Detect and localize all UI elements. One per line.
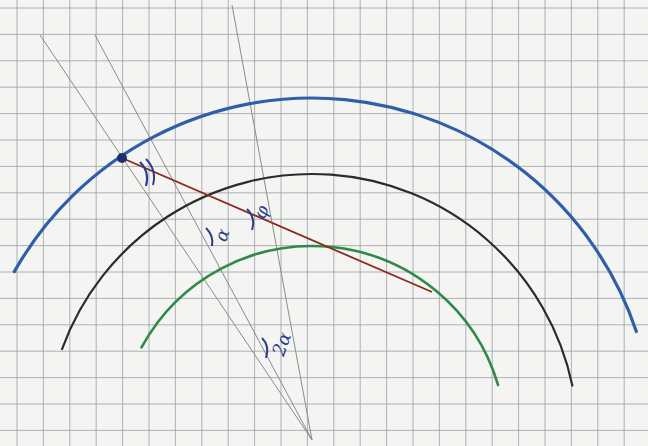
grid-line — [0, 404, 648, 405]
construction-line — [95, 35, 312, 440]
angle-mark — [140, 162, 147, 186]
grid-line — [307, 0, 308, 446]
grid-line — [386, 0, 387, 446]
grid-line — [0, 430, 648, 431]
grid-line — [439, 0, 440, 446]
grid-line — [545, 0, 546, 446]
grid-line — [597, 0, 598, 446]
inner-circle — [142, 246, 499, 385]
grid-line — [0, 60, 648, 61]
grid-line — [0, 87, 648, 88]
grid-line — [624, 0, 625, 446]
grid-line — [413, 0, 414, 446]
grid-line — [201, 0, 202, 446]
grid-line — [360, 0, 361, 446]
chord-line — [122, 158, 432, 292]
middle-circle — [62, 174, 572, 386]
grid-line — [0, 298, 648, 299]
grid-line — [0, 351, 648, 352]
grid-line — [518, 0, 519, 446]
outer-circle — [14, 98, 636, 331]
grid-line — [281, 0, 282, 446]
grid-line — [0, 272, 648, 273]
angle-label: 2α — [269, 330, 294, 358]
grid-line — [0, 377, 648, 378]
grid-line — [0, 34, 648, 35]
point — [117, 153, 127, 163]
grid-line — [333, 0, 334, 446]
grid-line — [0, 8, 648, 9]
angle-label: α — [212, 226, 233, 244]
grid-line — [43, 0, 44, 446]
grid-line — [122, 0, 123, 446]
grid-line — [175, 0, 176, 446]
grid-line — [0, 219, 648, 220]
construction-line — [40, 35, 312, 440]
grid-line — [69, 0, 70, 446]
grid-line — [17, 0, 18, 446]
grid-line — [254, 0, 255, 446]
grid-line — [228, 0, 229, 446]
grid-line — [0, 140, 648, 141]
grid-line — [149, 0, 150, 446]
grid-line — [96, 0, 97, 446]
grid-line — [0, 113, 648, 114]
angle-mark — [146, 159, 154, 185]
grid-line — [0, 166, 648, 167]
angle-mark — [262, 338, 267, 358]
grid-line — [492, 0, 493, 446]
